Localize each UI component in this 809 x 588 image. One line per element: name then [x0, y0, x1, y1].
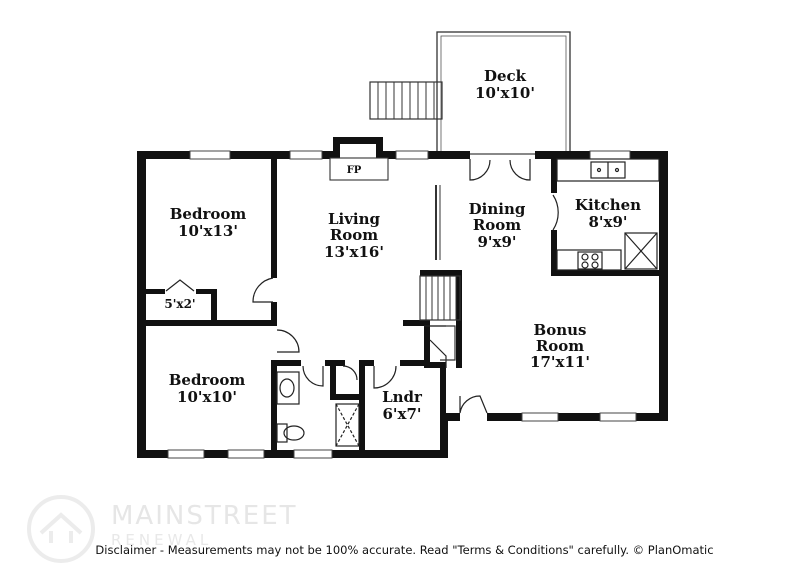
kitchen-name: Kitchen	[575, 196, 641, 214]
interior-walls	[137, 151, 668, 458]
bedroom1-dims: 10'x13'	[178, 222, 238, 240]
interior-stairs	[419, 275, 461, 361]
living-name1: Living	[328, 210, 381, 228]
laundry-name: Lndr	[382, 388, 423, 406]
bathroom-fixtures	[276, 371, 360, 447]
watermark-main: MAINSTREET	[111, 501, 298, 531]
bedroom1-name: Bedroom	[170, 205, 247, 223]
laundry-dims: 6'x7'	[382, 405, 421, 423]
dining-name2: Room	[473, 216, 521, 234]
closet-dims: 5'x2'	[164, 297, 195, 311]
watermark-sub: RENEWAL	[111, 531, 213, 549]
kitchen-dims: 8'x9'	[588, 213, 627, 231]
bedroom2-name: Bedroom	[169, 371, 246, 389]
bedroom2-dims: 10'x10'	[177, 388, 237, 406]
dining-dims: 9'x9'	[477, 233, 516, 251]
watermark-icon	[27, 495, 95, 563]
living-name2: Room	[330, 226, 378, 244]
fireplace-label: FP	[347, 165, 362, 176]
deck	[436, 31, 571, 155]
deck-stairs	[369, 81, 443, 120]
deck-dims: 10'x10'	[475, 84, 535, 102]
dining-name1: Dining	[469, 200, 526, 218]
disclaimer-text: Disclaimer - Measurements may not be 100…	[95, 543, 714, 557]
deck-name: Deck	[484, 67, 527, 85]
fireplace	[329, 157, 389, 181]
windows	[167, 150, 637, 459]
bonus-name2: Room	[536, 337, 584, 355]
living-dims: 13'x16'	[324, 243, 384, 261]
bonus-name1: Bonus	[534, 321, 587, 339]
room-labels: Deck 10'x10' Bedroom 10'x13' Living Room…	[164, 67, 641, 423]
bonus-dims: 17'x11'	[530, 353, 590, 371]
doors	[165, 159, 559, 414]
watermark-logo: MAINSTREET RENEWAL	[25, 493, 325, 563]
kitchen-fixtures	[556, 158, 660, 271]
